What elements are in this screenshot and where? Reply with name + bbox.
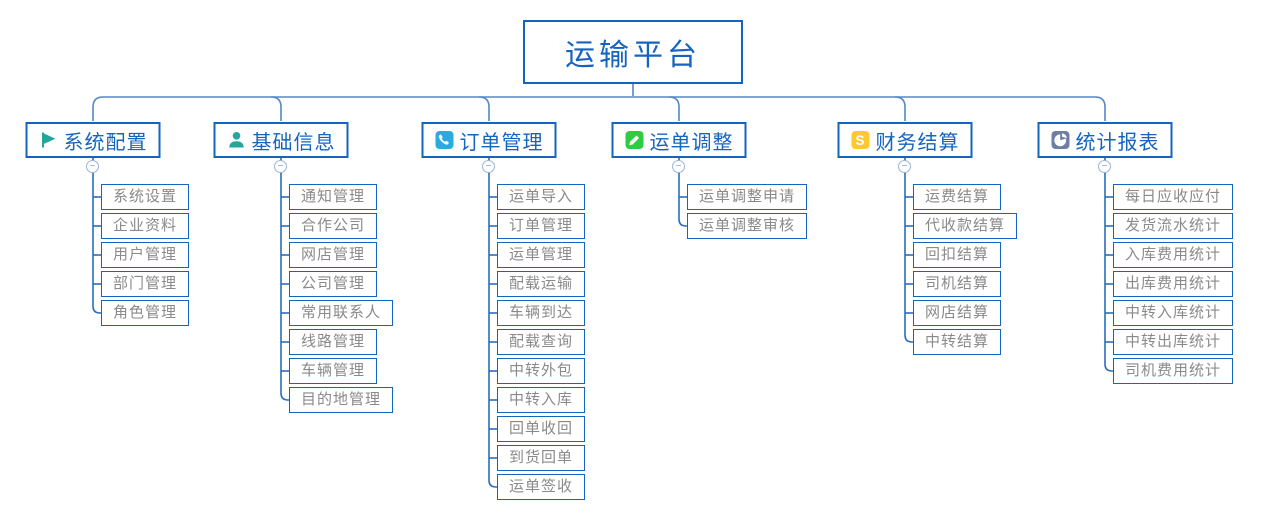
child-node[interactable]: 合作公司 [289,213,378,239]
child-node[interactable]: 网店管理 [289,242,378,268]
child-node[interactable]: 运单签收 [497,474,586,500]
child-node[interactable]: 目的地管理 [289,387,394,413]
child-node[interactable]: 订单管理 [497,213,586,239]
branch-label: 财务结算 [875,131,960,154]
child-node[interactable]: 配载查询 [497,329,586,355]
user-icon [229,132,244,148]
child-node[interactable]: 中转出库统计 [1113,329,1234,355]
child-node[interactable]: 到货回单 [497,445,586,471]
collapse-toggle[interactable]: − [898,160,911,173]
child-node[interactable]: 中转入库 [497,387,586,413]
child-node[interactable]: 代收款结算 [913,213,1018,239]
pie-chart-icon [1051,131,1070,149]
child-node[interactable]: 司机费用统计 [1113,358,1234,384]
child-node[interactable]: 用户管理 [101,242,190,268]
collapse-toggle[interactable]: − [86,160,99,173]
child-node[interactable]: 回扣结算 [913,242,1002,268]
child-node[interactable]: 入库费用统计 [1113,242,1234,268]
child-node[interactable]: 配载运输 [497,271,586,297]
child-node[interactable]: 公司管理 [289,271,378,297]
child-node[interactable]: 车辆管理 [289,358,378,384]
child-node[interactable]: 角色管理 [101,300,190,326]
child-node[interactable]: 司机结算 [913,271,1002,297]
child-node[interactable]: 中转外包 [497,358,586,384]
phone-icon [435,131,454,149]
child-node[interactable]: 网店结算 [913,300,1002,326]
pencil-icon [625,131,644,149]
child-node[interactable]: 中转结算 [913,329,1002,355]
child-node[interactable]: 每日应收应付 [1113,184,1234,210]
child-node[interactable]: 部门管理 [101,271,190,297]
collapse-toggle[interactable]: − [672,160,685,173]
child-node[interactable]: 出库费用统计 [1113,271,1234,297]
child-node[interactable]: 线路管理 [289,329,378,355]
child-node[interactable]: 中转入库统计 [1113,300,1234,326]
branch-label: 运单调整 [649,131,734,154]
dollar-icon: S [851,131,870,149]
flag-icon [42,132,56,148]
branch-node-finance-settlement[interactable]: S 财务结算 [837,122,973,158]
child-node[interactable]: 运单调整审核 [687,213,808,239]
svg-text:S: S [855,133,865,148]
child-node[interactable]: 运单调整申请 [687,184,808,210]
child-node[interactable]: 系统设置 [101,184,190,210]
collapse-toggle[interactable]: − [482,160,495,173]
branch-label: 基础信息 [251,131,336,154]
branch-node-order-management[interactable]: 订单管理 [421,122,557,158]
root-node-label: 运输平台 [565,39,701,72]
branch-node-system-config[interactable]: 系统配置 [25,122,161,158]
child-node[interactable]: 回单收回 [497,416,586,442]
branch-node-statistics-report[interactable]: 统计报表 [1037,122,1173,158]
child-node[interactable]: 运单导入 [497,184,586,210]
branch-label: 统计报表 [1075,131,1160,154]
child-node[interactable]: 运单管理 [497,242,586,268]
collapse-toggle[interactable]: − [1098,160,1111,173]
child-node[interactable]: 通知管理 [289,184,378,210]
child-node[interactable]: 企业资料 [101,213,190,239]
child-node[interactable]: 常用联系人 [289,300,394,326]
child-node[interactable]: 车辆到达 [497,300,586,326]
branch-label: 订单管理 [459,131,544,154]
branch-node-waybill-adjustment[interactable]: 运单调整 [611,122,747,158]
child-node[interactable]: 运费结算 [913,184,1002,210]
root-node[interactable]: 运输平台 [523,20,743,84]
branch-label: 系统配置 [63,131,148,154]
branch-node-basic-info[interactable]: 基础信息 [213,122,349,158]
collapse-toggle[interactable]: − [274,160,287,173]
child-node[interactable]: 发货流水统计 [1113,213,1234,239]
